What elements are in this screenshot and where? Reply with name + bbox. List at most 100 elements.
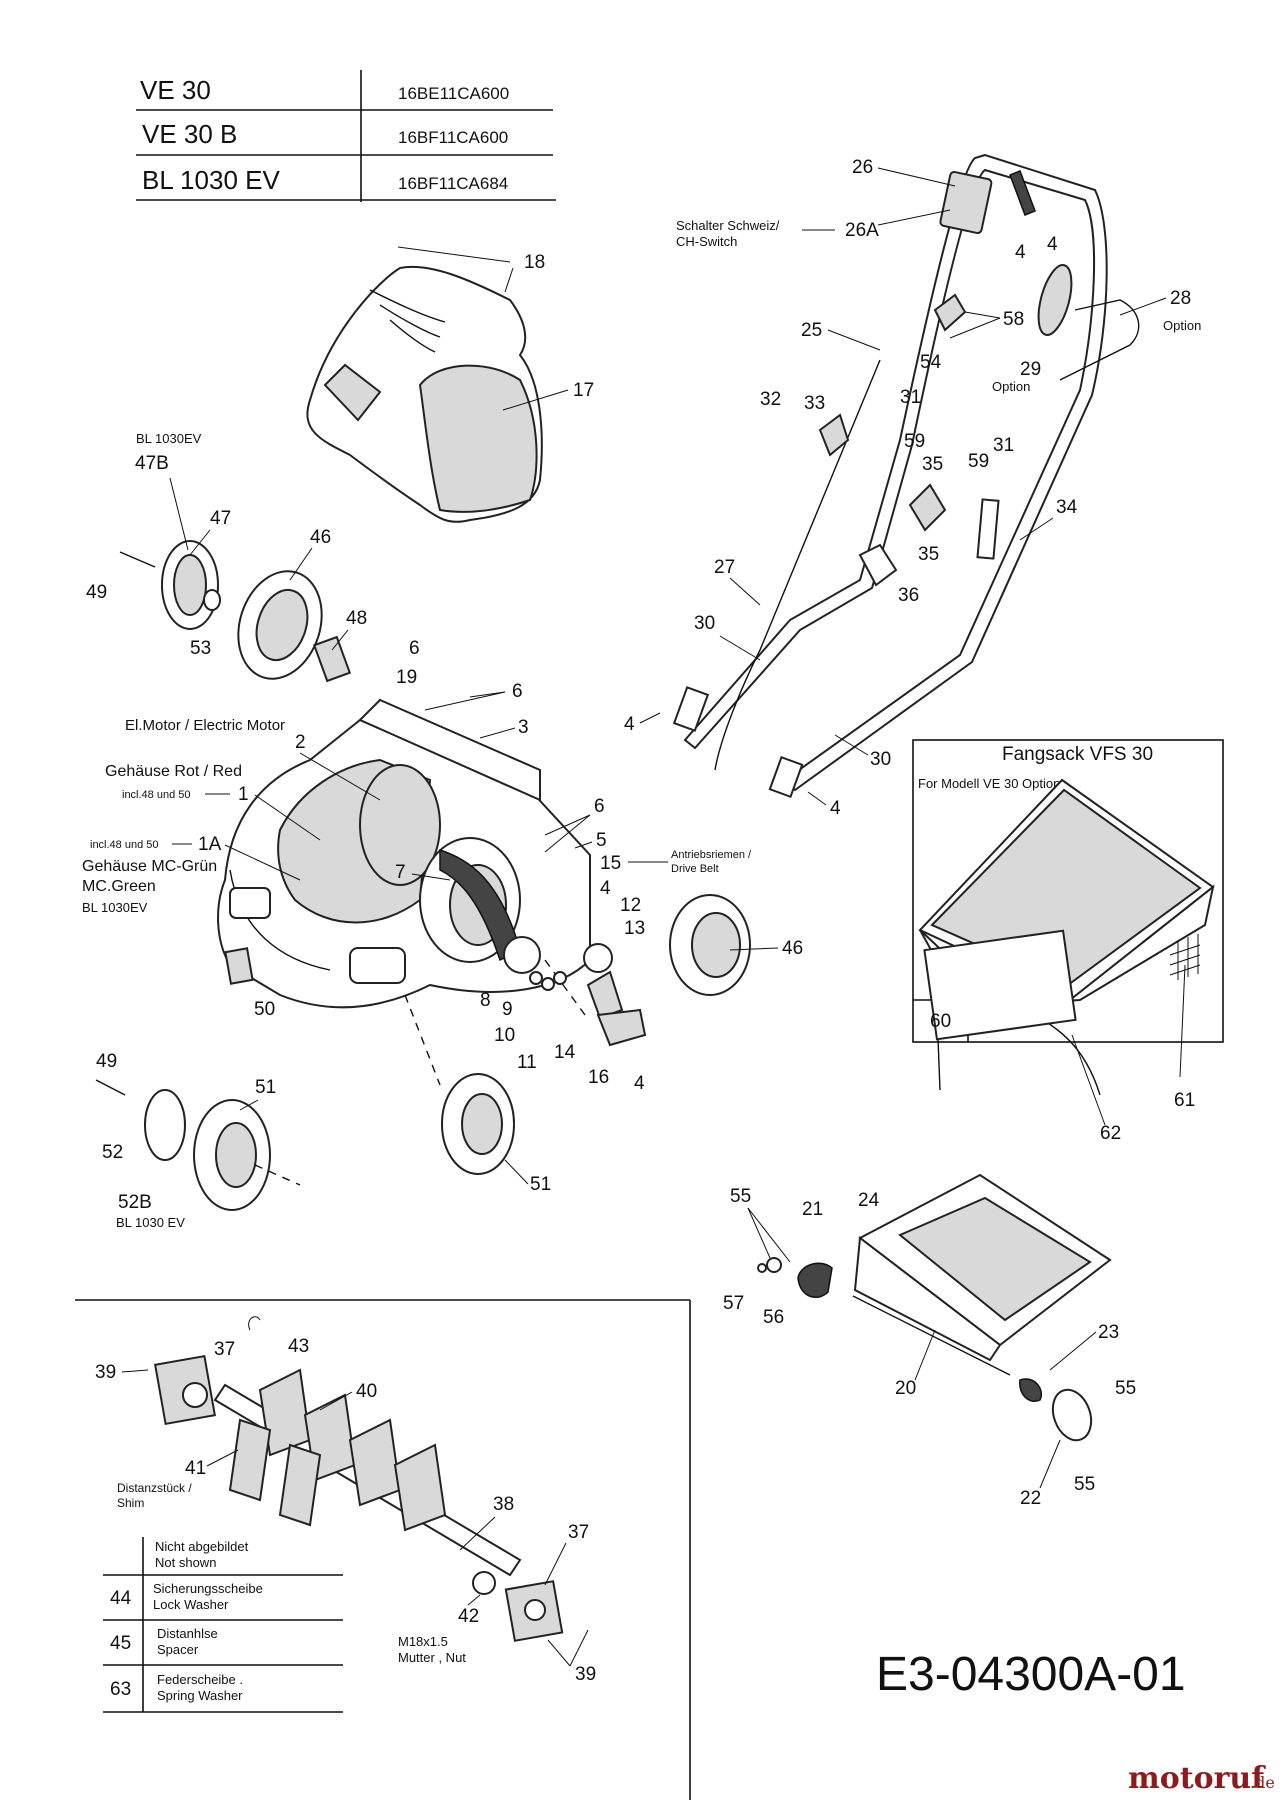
label-4b: 4 <box>634 1073 645 1094</box>
label-14: 14 <box>554 1042 576 1063</box>
label-51b: 51 <box>530 1174 551 1195</box>
label-54: 54 <box>920 352 942 373</box>
label-shim-de: Distanzstück / <box>117 1481 192 1495</box>
label-51a: 51 <box>255 1077 276 1098</box>
label-10: 10 <box>494 1025 515 1046</box>
label-8: 8 <box>480 990 491 1011</box>
label-switch-en: CH-Switch <box>676 234 737 249</box>
label-4f: 4 <box>830 798 841 819</box>
label-50: 50 <box>254 999 275 1020</box>
label-21: 21 <box>802 1199 823 1220</box>
model-code-2: 16BF11CA684 <box>398 174 508 193</box>
label-13: 13 <box>624 918 645 939</box>
label-30b: 30 <box>870 749 891 770</box>
label-5: 5 <box>596 830 607 851</box>
label-49a: 49 <box>86 582 107 603</box>
label-housing-red: Gehäuse Rot / Red <box>105 763 242 780</box>
not-shown-no-2: 63 <box>110 1679 131 1700</box>
label-motor: El.Motor / Electric Motor <box>125 717 285 734</box>
label-15: 15 <box>600 853 621 874</box>
label-57: 57 <box>723 1293 744 1314</box>
drawing-number: E3-04300A-01 <box>876 1648 1186 1701</box>
label-11: 11 <box>517 1052 537 1073</box>
model-code-1: 16BF11CA600 <box>398 128 508 147</box>
label-19: 19 <box>396 667 417 688</box>
label-7: 7 <box>395 862 406 883</box>
front-wheel-left <box>95 1079 301 1211</box>
label-55c: 55 <box>1074 1474 1095 1495</box>
not-shown-en-1: Spacer <box>157 1642 199 1657</box>
label-6b: 6 <box>512 681 523 702</box>
label-49b: 49 <box>96 1051 117 1072</box>
label-12: 12 <box>620 895 641 916</box>
label-22: 22 <box>1020 1488 1041 1509</box>
label-belt-en: Drive Belt <box>671 863 719 875</box>
label-35a: 35 <box>922 454 943 475</box>
label-bl1030ev-c: BL 1030 EV <box>116 1215 185 1230</box>
label-incl-1a: incl.48 und 50 <box>90 839 159 851</box>
label-3: 3 <box>518 717 529 738</box>
label-option-29: Option <box>992 379 1030 394</box>
front-wheel-right <box>441 1073 515 1175</box>
model-table: VE 30 16BE11CA600 VE 30 B 16BF11CA600 BL… <box>136 70 556 202</box>
not-shown-table <box>103 1537 343 1713</box>
label-17: 17 <box>573 380 594 401</box>
label-53: 53 <box>190 638 211 659</box>
drive-parts <box>529 943 647 1047</box>
model-code-0: 16BE11CA600 <box>398 84 509 103</box>
not-shown-de-1: Distanhlse <box>157 1626 218 1641</box>
label-1: 1 <box>238 784 249 805</box>
catcher-box: Fangsack VFS 30 For Modell VE 30 Option … <box>912 739 1224 1144</box>
label-6a: 6 <box>409 638 420 659</box>
label-belt-de: Antriebsriemen / <box>671 849 752 861</box>
label-16: 16 <box>588 1067 609 1088</box>
label-23: 23 <box>1098 1322 1119 1343</box>
label-27: 27 <box>714 557 735 578</box>
label-housing-green-1: Gehäuse MC-Grün <box>82 858 217 875</box>
rotor-inset <box>75 1299 691 1800</box>
label-40: 40 <box>356 1381 377 1402</box>
label-29: 29 <box>1020 359 1041 380</box>
label-43: 43 <box>288 1336 309 1357</box>
label-nut-2: Mutter , Nut <box>398 1650 466 1665</box>
label-47: 47 <box>210 508 231 529</box>
label-switch-de: Schalter Schweiz/ <box>676 218 780 233</box>
label-4a: 4 <box>600 878 611 899</box>
label-nut-1: M18x1.5 <box>398 1634 448 1649</box>
label-41: 41 <box>185 1458 206 1479</box>
label-4d: 4 <box>1047 234 1058 255</box>
not-shown-no-0: 44 <box>110 1588 132 1609</box>
catcher-frame <box>757 1173 1112 1442</box>
label-option-28: Option <box>1163 318 1201 333</box>
label-59a: 59 <box>904 431 925 452</box>
label-32: 32 <box>760 389 781 410</box>
label-62: 62 <box>1100 1123 1121 1144</box>
label-46a: 46 <box>310 527 331 548</box>
label-housing-green-2: MC.Green <box>82 878 156 895</box>
main-housing <box>217 698 591 1009</box>
label-bl1030ev-a: BL 1030EV <box>136 431 202 446</box>
not-shown-en-0: Lock Washer <box>153 1597 229 1612</box>
label-1a: 1A <box>198 834 222 855</box>
label-58: 58 <box>1003 309 1024 330</box>
label-18: 18 <box>524 252 545 273</box>
label-48: 48 <box>346 608 367 629</box>
label-39b: 39 <box>575 1664 596 1685</box>
label-47b: 47B <box>135 453 169 474</box>
label-shim-en: Shim <box>117 1496 144 1510</box>
rear-wheel-right <box>669 894 751 996</box>
label-34: 34 <box>1056 497 1078 518</box>
label-6c: 6 <box>594 796 605 817</box>
model-name-2: BL 1030 EV <box>142 165 280 195</box>
catcher-title: Fangsack VFS 30 <box>1002 744 1153 765</box>
label-incl-1: incl.48 und 50 <box>122 789 191 801</box>
watermark-brand: motoruf <box>1128 1761 1266 1796</box>
label-56: 56 <box>763 1307 784 1328</box>
not-shown-de-0: Sicherungsscheibe <box>153 1581 263 1596</box>
label-28: 28 <box>1170 288 1191 309</box>
hood-cover <box>306 265 543 523</box>
model-name-1: VE 30 B <box>142 119 237 149</box>
label-52: 52 <box>102 1142 123 1163</box>
label-55a: 55 <box>730 1186 751 1207</box>
label-26: 26 <box>852 157 873 178</box>
